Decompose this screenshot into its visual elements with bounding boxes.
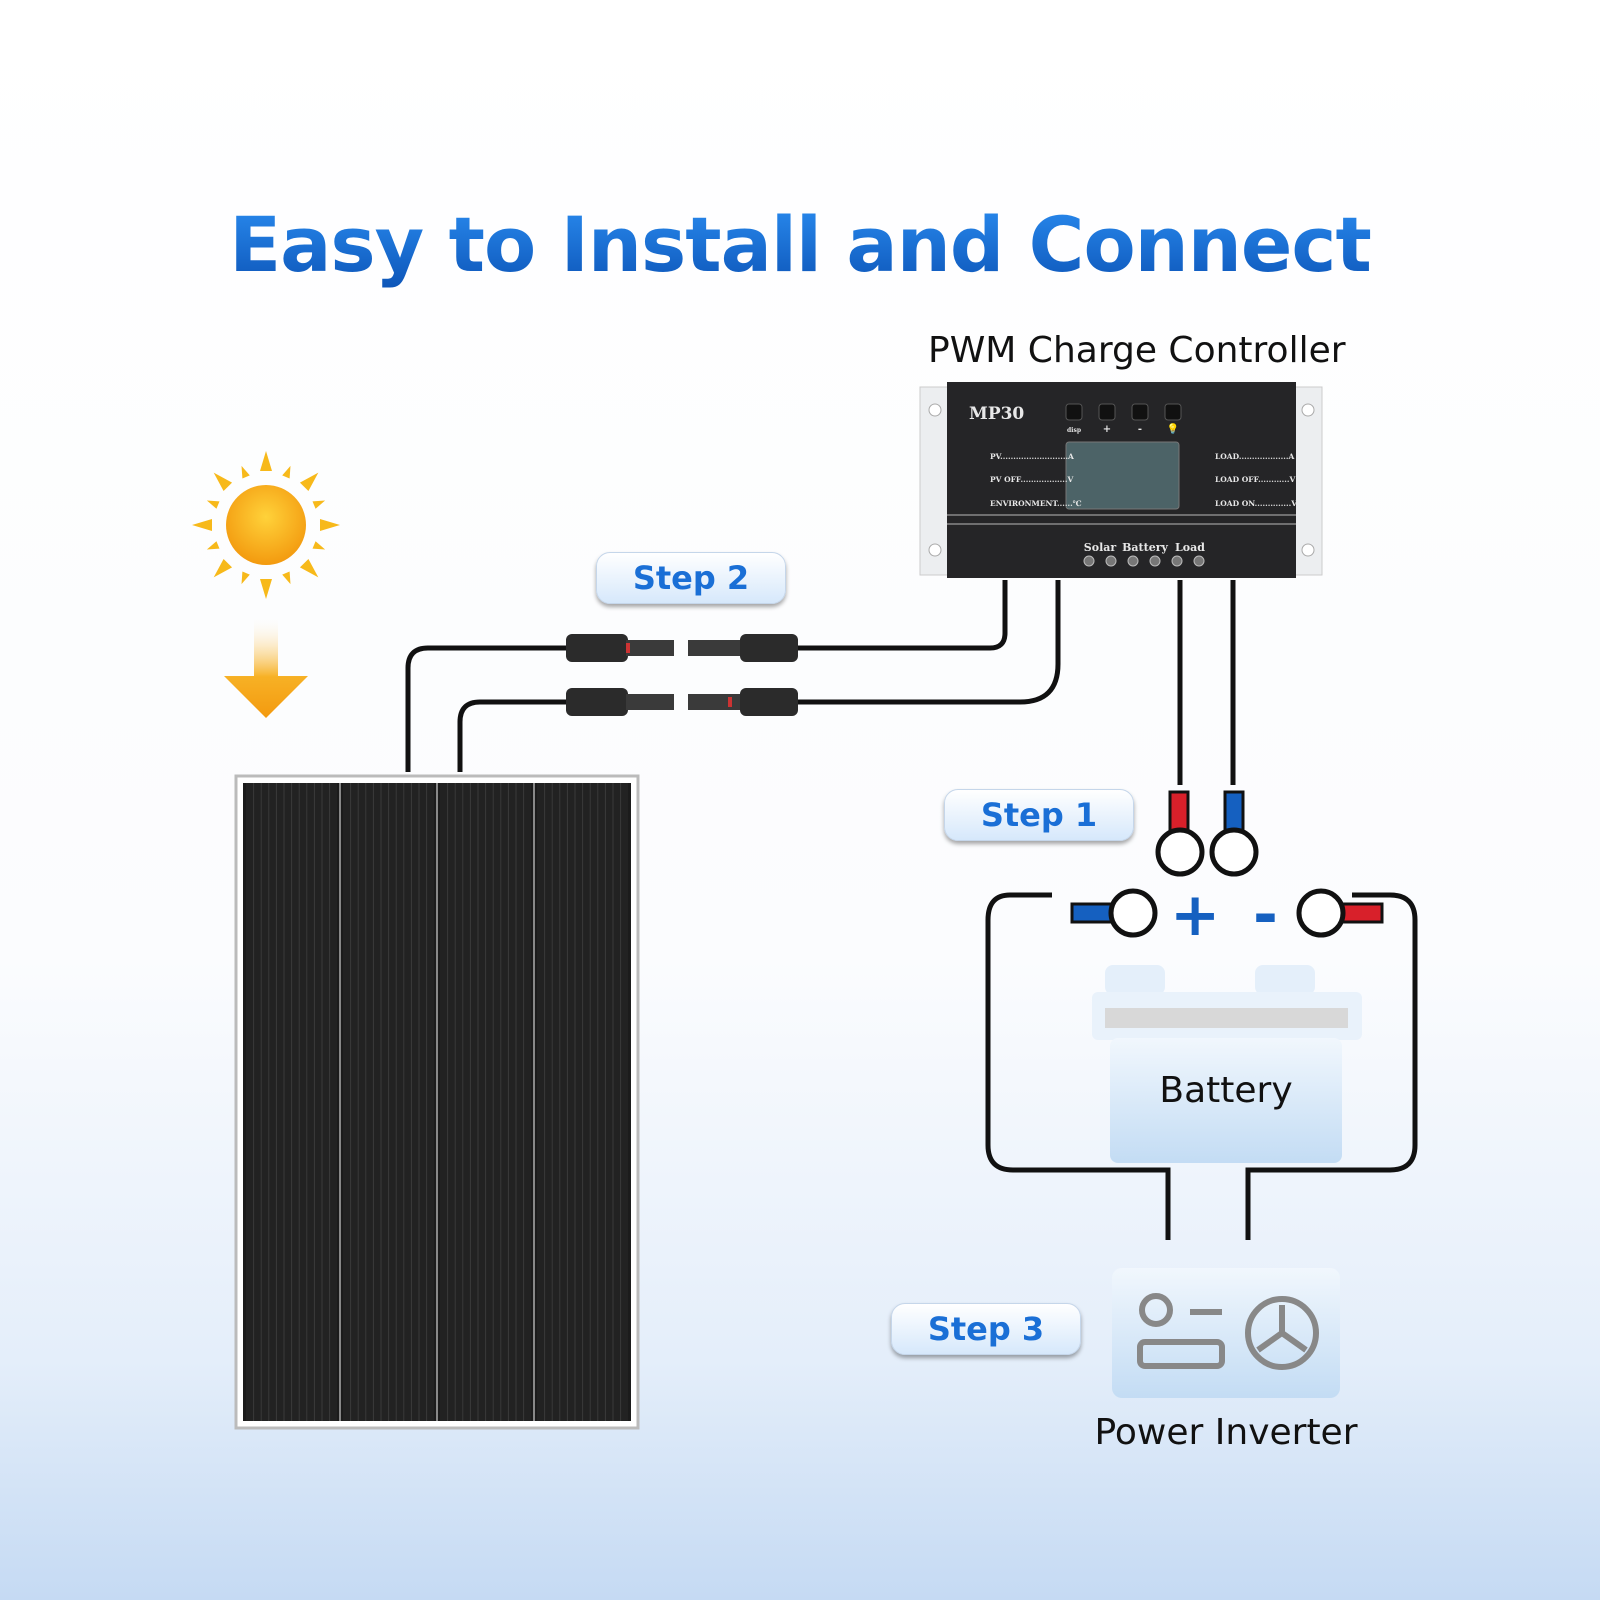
- negative-terminal-sign: -: [1253, 880, 1278, 950]
- power-inverter-icon: [1112, 1268, 1340, 1398]
- terminal-battery: Battery: [1122, 541, 1168, 554]
- step-2-badge: Step 2: [596, 552, 786, 604]
- down-arrow-icon: [224, 615, 308, 718]
- readout-load: LOAD...................A: [1215, 452, 1294, 461]
- readout-load-on: LOAD ON..............V: [1215, 499, 1297, 508]
- positive-terminal-sign: +: [1170, 880, 1221, 950]
- terminal-solar: Solar: [1084, 541, 1117, 554]
- terminal-load: Load: [1175, 541, 1205, 554]
- step-1-badge: Step 1: [944, 789, 1134, 841]
- solar-panel: [234, 774, 640, 1430]
- disp-button-label[interactable]: disp: [1067, 427, 1081, 434]
- plus-button-label[interactable]: +: [1103, 424, 1111, 435]
- charge-controller: MP30 disp + - 💡 PV......................…: [919, 382, 1323, 578]
- readout-pv-off: PV OFF..................V: [990, 475, 1073, 484]
- controller-model: MP30: [969, 404, 1024, 424]
- mc4-connectors: [566, 634, 798, 716]
- sun-icon: [192, 451, 340, 599]
- battery-icon: [1092, 965, 1362, 1163]
- readout-pv: PV..........................A: [990, 452, 1074, 461]
- page-title: Easy to Install and Connect: [0, 200, 1600, 289]
- step-3-badge: Step 3: [891, 1303, 1081, 1355]
- battery-label: Battery: [1159, 1070, 1293, 1111]
- inverter-label: Power Inverter: [1094, 1412, 1358, 1453]
- minus-button-label[interactable]: -: [1138, 424, 1142, 435]
- readout-load-off: LOAD OFF............V: [1215, 475, 1296, 484]
- readout-environment: ENVIRONMENT......℃: [990, 499, 1082, 508]
- controller-label: PWM Charge Controller: [928, 330, 1346, 371]
- bulb-icon[interactable]: 💡: [1167, 422, 1179, 435]
